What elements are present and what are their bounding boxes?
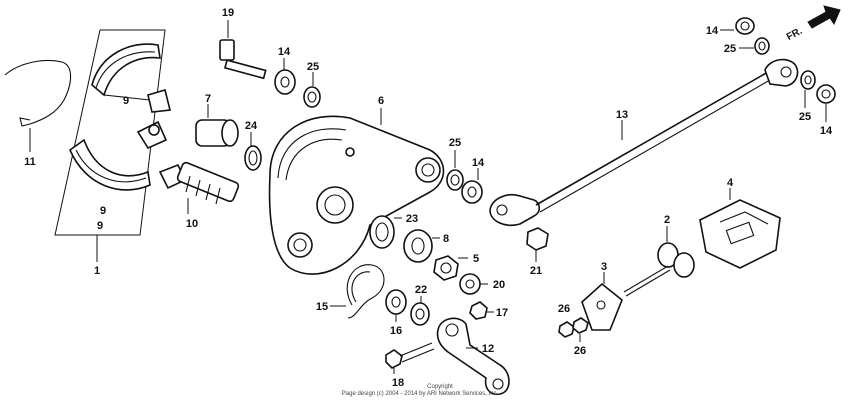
callout-9-lower: 9 bbox=[100, 205, 106, 217]
callout-26-b: 26 bbox=[574, 345, 586, 357]
callout-24: 24 bbox=[245, 120, 258, 132]
direction-label: FR. bbox=[785, 26, 805, 43]
nut-26-upper bbox=[558, 321, 575, 338]
cam-o-ring bbox=[244, 132, 262, 171]
bolt-17 bbox=[469, 301, 494, 320]
callout-9-upper: 9 bbox=[123, 95, 129, 107]
panel-seal bbox=[369, 215, 402, 249]
arm-bolt bbox=[219, 20, 267, 80]
washer-22 bbox=[410, 296, 430, 326]
return-spring bbox=[330, 264, 385, 319]
callout-18: 18 bbox=[392, 377, 404, 389]
washer bbox=[303, 72, 321, 108]
callout-14-d: 14 bbox=[820, 125, 833, 137]
callout-19: 19 bbox=[222, 7, 234, 19]
callout-10: 10 bbox=[186, 218, 198, 230]
callout-7: 7 bbox=[205, 93, 211, 105]
brake-arm-stay bbox=[436, 317, 510, 396]
nut-26-lower bbox=[572, 317, 589, 342]
washer-top-right bbox=[739, 37, 770, 55]
adjusting-bolt bbox=[623, 226, 695, 297]
callout-14-a: 14 bbox=[278, 46, 291, 58]
callout-25-a: 25 bbox=[307, 61, 319, 73]
bolt-18 bbox=[385, 342, 435, 374]
callout-20: 20 bbox=[493, 279, 505, 291]
upper-brake-shoe bbox=[91, 43, 171, 113]
rod-nut bbox=[526, 227, 549, 262]
panel-bearing bbox=[403, 229, 440, 263]
callout-15: 15 bbox=[316, 301, 328, 313]
callout-2: 2 bbox=[664, 214, 670, 226]
callout-6: 6 bbox=[378, 95, 384, 107]
cam-dust-seal bbox=[195, 104, 239, 147]
collar-top-right bbox=[720, 17, 755, 35]
callout-12: 12 bbox=[482, 343, 494, 355]
shoe-spring-wire bbox=[4, 59, 72, 152]
brake-cam bbox=[158, 161, 240, 214]
adjusting-plate bbox=[581, 272, 623, 331]
brake-rod bbox=[489, 58, 799, 226]
lower-brake-shoe bbox=[69, 120, 168, 191]
pivot-bracket bbox=[699, 188, 781, 269]
collar-mid bbox=[461, 168, 483, 204]
callout-25-b: 25 bbox=[449, 137, 461, 149]
callout-22: 22 bbox=[415, 284, 427, 296]
axle-nut bbox=[433, 255, 468, 281]
brake-panel bbox=[268, 108, 445, 275]
callout-17: 17 bbox=[496, 307, 508, 319]
callout-16: 16 bbox=[390, 325, 402, 337]
callout-26-a: 26 bbox=[558, 303, 570, 315]
copyright-line-2: Page design (c) 2004 - 2014 by ARI Netwo… bbox=[342, 391, 499, 397]
collar bbox=[274, 58, 296, 95]
washer-mid bbox=[446, 150, 464, 191]
callout-3: 3 bbox=[601, 261, 607, 273]
callout-14-c: 14 bbox=[706, 25, 719, 37]
copyright-line-1: Copyright bbox=[427, 384, 453, 390]
collar-right bbox=[816, 84, 836, 122]
axle-washer bbox=[459, 273, 488, 295]
callout-25-d: 25 bbox=[799, 111, 811, 123]
callout-23: 23 bbox=[406, 213, 418, 225]
callout-25-c: 25 bbox=[724, 43, 736, 55]
washer-16 bbox=[385, 289, 407, 322]
callout-1: 1 bbox=[94, 265, 100, 277]
callout-4: 4 bbox=[727, 177, 734, 189]
callout-13: 13 bbox=[616, 109, 628, 121]
brake-shoe-group-bracket bbox=[54, 29, 166, 262]
front-direction-arrow bbox=[807, 5, 841, 29]
callout-9-group: 9 bbox=[97, 220, 103, 232]
washer-right bbox=[800, 70, 816, 108]
callout-8: 8 bbox=[443, 233, 449, 245]
callout-14-b: 14 bbox=[472, 157, 485, 169]
callout-21: 21 bbox=[530, 265, 542, 277]
callout-5: 5 bbox=[473, 253, 479, 265]
callout-labels: 1 2 3 4 5 6 7 8 9 9 9 10 11 12 13 14 14 … bbox=[24, 7, 833, 397]
callout-11: 11 bbox=[24, 156, 36, 168]
